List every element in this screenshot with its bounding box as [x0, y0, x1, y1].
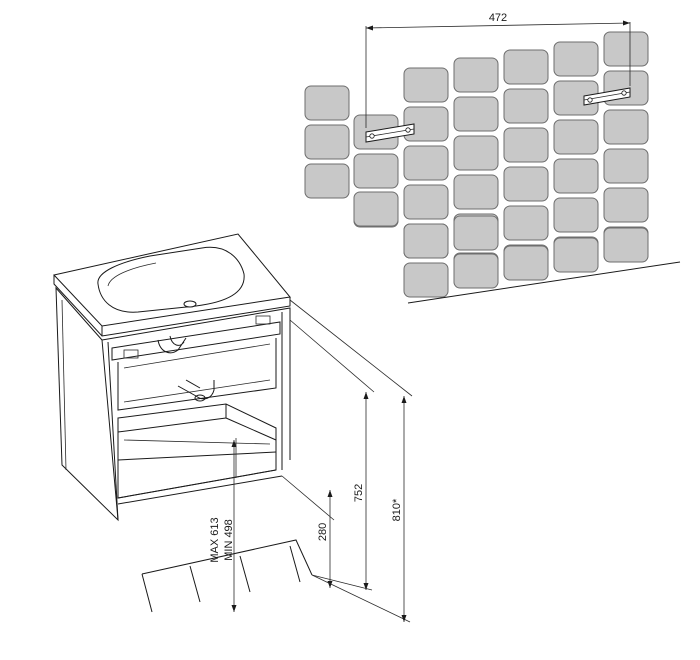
vanity-cabinet — [53, 233, 291, 522]
wall-tile — [553, 119, 599, 155]
wall-tile — [553, 197, 599, 233]
dimension-cabinet-height: 752 — [289, 319, 375, 591]
wall-tile — [453, 135, 499, 171]
wall-tile — [503, 49, 549, 85]
wall-tile — [603, 109, 649, 145]
wall-tile — [603, 187, 649, 223]
wall-bracket-right — [583, 87, 631, 106]
wall-floor-line — [407, 261, 681, 304]
wall-tile — [304, 124, 350, 160]
dimension-bracket-spacing: 472 — [365, 12, 631, 128]
dimension-label-810: 810* — [391, 498, 403, 521]
wall-tile — [603, 227, 649, 263]
wall-tile — [603, 148, 649, 184]
wall-tile — [304, 163, 350, 199]
wall-tile — [553, 158, 599, 194]
wall-tile — [553, 41, 599, 77]
dimension-waste-height: 280 — [281, 475, 335, 588]
dimension-siphon-range: MAX 613 MIN 498 — [209, 440, 237, 612]
dimension-label-280: 280 — [317, 523, 329, 541]
wall-tile — [453, 96, 499, 132]
wall-tile — [403, 223, 449, 259]
floor-outline — [141, 539, 313, 613]
wall-tile — [403, 106, 449, 142]
wall-tile — [503, 88, 549, 124]
dimension-label-min: MIN 498 — [223, 519, 235, 561]
wall-tile — [603, 31, 649, 67]
wall-tile — [353, 191, 399, 227]
wall-tile — [553, 237, 599, 273]
wall-tile — [403, 262, 449, 298]
siphon-pipe-upper — [157, 335, 187, 354]
wall-tile — [453, 215, 499, 251]
wall-tile-grid — [304, 31, 649, 298]
wall-tile — [503, 166, 549, 202]
wall-tile — [403, 145, 449, 181]
dimension-label-max: MAX 613 — [209, 517, 221, 562]
dimension-label-472: 472 — [489, 12, 507, 24]
basin-bowl — [97, 246, 245, 313]
wall-tile — [503, 205, 549, 241]
wall-tile — [503, 127, 549, 163]
wall-tile — [503, 245, 549, 281]
dimension-label-752: 752 — [353, 484, 365, 502]
drain-hole — [183, 300, 197, 308]
wall-tile — [453, 57, 499, 93]
wall-tile — [403, 67, 449, 103]
wall-tile — [353, 153, 399, 189]
wall-tile — [453, 253, 499, 289]
wall-bracket-left — [365, 123, 415, 143]
wall-tile — [304, 85, 350, 121]
wall-tile — [453, 174, 499, 210]
wall-tile — [403, 184, 449, 220]
dimension-total-height: 810* — [289, 299, 413, 623]
